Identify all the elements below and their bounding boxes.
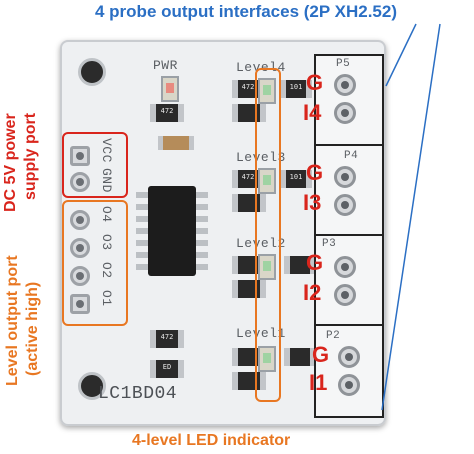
terminal-pad-p4-g: [334, 166, 356, 188]
resistor-misc-1: 472: [150, 330, 184, 348]
pin-vcc: [70, 146, 90, 166]
mounting-hole-top-left: [78, 58, 106, 86]
marking-g3: G: [306, 160, 324, 185]
silk-level1: Level1: [236, 326, 286, 341]
level-output-box: [62, 200, 128, 326]
silk-p2: P2: [326, 330, 341, 342]
power-led: [161, 76, 179, 102]
terminal-pad-p4-i: [334, 194, 356, 216]
silk-level3: Level3: [236, 150, 286, 165]
silk-p4: P4: [344, 150, 359, 162]
mounting-hole-bottom-left: [78, 372, 106, 400]
marking-g2: G: [306, 250, 324, 275]
probe-interfaces-label: 4 probe output interfaces (2P XH2.52): [95, 2, 397, 21]
pin-o1: [70, 294, 90, 314]
terminal-p2: [314, 324, 384, 418]
resistor-l1c: [232, 372, 266, 390]
pin-gnd: [70, 172, 90, 192]
ic-leg: [196, 204, 208, 210]
ic-leg: [196, 240, 208, 246]
ic-leg: [136, 240, 148, 246]
ic-leg: [196, 252, 208, 258]
pointer-line-top-1: [385, 23, 417, 87]
led-indicator-box: [255, 68, 281, 402]
ic-leg: [136, 252, 148, 258]
resistor-l1b: [284, 348, 316, 366]
pwr-silkscreen: PWR: [153, 58, 178, 73]
ic-leg: [136, 216, 148, 222]
ic-leg: [136, 204, 148, 210]
ic-chip: [148, 186, 196, 276]
capacitor-c1: [158, 136, 194, 150]
terminal-pad-p5-i: [334, 102, 356, 124]
terminal-pad-p5-g: [334, 74, 356, 96]
terminal-p3: [314, 234, 384, 328]
pointer-line-top-2: [381, 23, 441, 411]
resistor-pwr: 472: [150, 104, 184, 122]
resistor-l3b: 101: [280, 170, 312, 188]
pin-o2: [70, 266, 90, 286]
marking-i3: I3: [303, 190, 322, 215]
silk-p5: P5: [336, 58, 351, 70]
level4-led: [258, 78, 276, 104]
level3-led: [258, 168, 276, 194]
ic-leg: [136, 192, 148, 198]
ic-leg: [136, 228, 148, 234]
ic-leg: [196, 192, 208, 198]
power-port-box: [62, 132, 128, 198]
silk-level4: Level4: [236, 60, 286, 75]
resistor-misc-2: ED: [150, 360, 184, 378]
marking-i2: I2: [303, 280, 322, 305]
ic-leg: [136, 264, 148, 270]
pin-o3: [70, 238, 90, 258]
led-indicator-label: 4-level LED indicator: [132, 432, 291, 449]
resistor-l2b: [284, 256, 316, 274]
resistor-l3c: [232, 194, 266, 212]
resistor-l4b: 101: [280, 80, 312, 98]
marking-g4: G: [306, 70, 324, 95]
resistor-l2c: [232, 280, 266, 298]
pin-o4: [70, 210, 90, 230]
silk-level2: Level2: [236, 236, 286, 251]
ic-leg: [196, 264, 208, 270]
ic-leg: [196, 216, 208, 222]
silk-p3: P3: [322, 238, 337, 250]
terminal-pad-p3-g: [334, 256, 356, 278]
level1-led: [258, 346, 276, 372]
ic-leg: [196, 228, 208, 234]
marking-i1: I1: [309, 370, 328, 395]
model-silkscreen: LC1BD04: [98, 384, 178, 404]
terminal-pad-p2-i: [338, 374, 360, 396]
terminal-pad-p2-g: [338, 346, 360, 368]
resistor-l4c: [232, 104, 266, 122]
terminal-pad-p3-i: [334, 284, 356, 306]
level2-led: [258, 254, 276, 280]
marking-i4: I4: [303, 100, 322, 125]
marking-g1: G: [312, 342, 330, 367]
